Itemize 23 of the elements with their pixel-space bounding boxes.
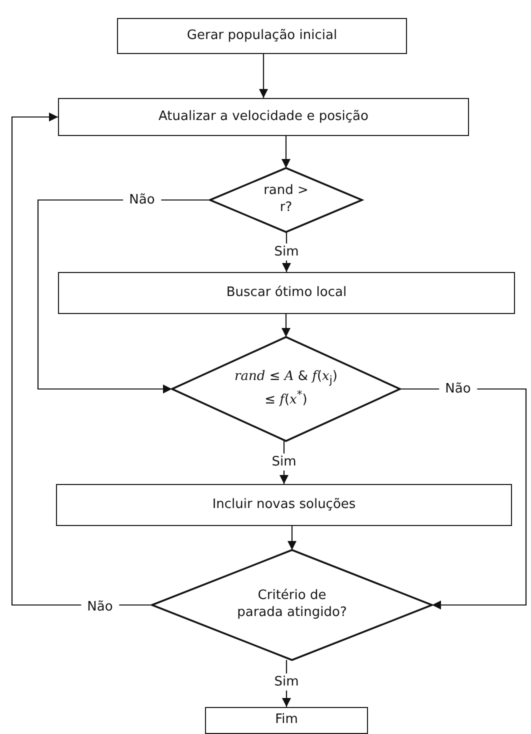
- process-box: [58, 98, 469, 136]
- arrow: [282, 136, 290, 168]
- process-box: [117, 18, 407, 54]
- process-box: [56, 484, 512, 526]
- arrow: [282, 314, 290, 337]
- arrow: [259, 54, 268, 98]
- node-text: Fim: [275, 712, 298, 729]
- node-text: Incluir novas soluções: [212, 496, 356, 514]
- decision-diamond: [210, 168, 362, 232]
- process-box: [205, 707, 368, 734]
- arrow: [37, 199, 210, 394]
- decision-diamond: [172, 337, 400, 441]
- node-text: Atualizar a velocidade e posição: [158, 108, 368, 126]
- arrow: [288, 526, 296, 550]
- node-text: rand ≤ A & f(x$_{j}$) ≤ f(x$^{*}$): [234, 369, 338, 409]
- decision-diamond: [152, 550, 432, 660]
- node-text: Buscar ótimo local: [226, 284, 347, 302]
- arrow: [11, 112, 152, 606]
- node-text: Critério de parada atingido?: [237, 588, 347, 622]
- process-box: [58, 272, 515, 314]
- node-text: Gerar população inicial: [186, 28, 338, 44]
- node-text: rand > r?: [262, 183, 310, 217]
- arrow: [400, 388, 527, 610]
